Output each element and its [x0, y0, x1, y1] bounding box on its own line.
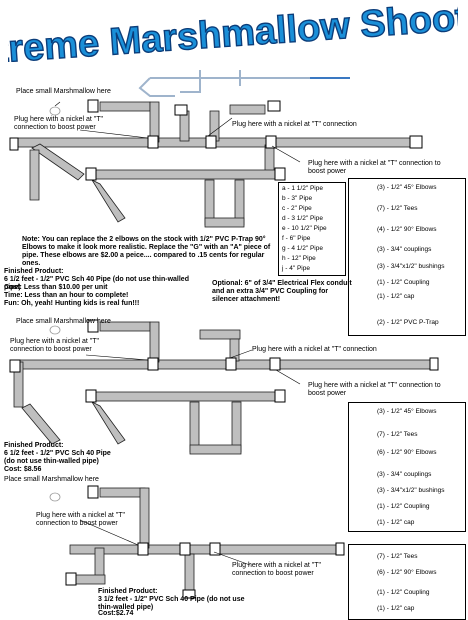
gun-illustration — [138, 70, 350, 97]
part-item: (3) - 3/4"x1/2" bushings — [377, 263, 445, 270]
part-item: (3) - 3/4" couplings — [377, 246, 432, 253]
part-item: (1) - 1/2" cap — [377, 519, 415, 526]
part-item: (3) - 3/4"x1/2" bushings — [377, 487, 445, 494]
design3-parts-box: (7) - 1/2" Tees (6) - 1/2" 90° Elbows (1… — [348, 544, 466, 620]
design1-note: Note: You can replace the 2 elbows on th… — [22, 236, 271, 267]
design1-optional: Optional: 6" of 3/4" Electrical Flex con… — [212, 280, 352, 303]
design1-time: Time: Less than an hour to complete! — [4, 292, 129, 299]
design3-finished-label: Finished Product: — [98, 588, 158, 595]
pipe-length-item: a - 1 1/2" Pipe — [282, 185, 323, 192]
part-item: (1) - 1/2" Coupling — [377, 589, 430, 596]
annotation-leaders — [54, 101, 301, 566]
pipe-length-item: e - 10 1/2" Pipe — [282, 225, 327, 232]
part-item: (7) - 1/2" Tees — [377, 431, 418, 438]
pipe-length-item: h - 12" Pipe — [282, 255, 316, 262]
part-item: (7) - 1/2" Tees — [377, 205, 418, 212]
design1-marshmallow-label: Place small Marshmallow here — [16, 88, 111, 95]
part-item: (1) - 1/2" Coupling — [377, 503, 430, 510]
design3-plug-boost-label: Plug here with a nickel at "T" connectio… — [36, 512, 126, 527]
pipe-length-item: g - 4 1/2" Pipe — [282, 245, 323, 252]
design1-finished-label: Finished Product: — [4, 268, 64, 275]
part-item: (1) - 1/2" cap — [377, 293, 415, 300]
design3-finished-spec: 3 1/2 feet - 1/2" PVC Sch 40 Pipe (do no… — [98, 596, 245, 611]
marshmallow-icon — [49, 492, 61, 502]
part-item: (6) - 1/2" 90° Elbows — [377, 569, 437, 576]
pipe-length-item: d - 3 1/2" Pipe — [282, 215, 323, 222]
part-item: (7) - 1/2" Tees — [377, 553, 418, 560]
pipe-length-item: j - 4" Pipe — [282, 265, 310, 272]
part-item: (1) - 1/2" Coupling — [377, 279, 430, 286]
design2-parts-box: (3) - 1/2" 45° Elbows (7) - 1/2" Tees (6… — [348, 402, 466, 532]
marshmallow-icon — [49, 106, 61, 116]
part-item: (6) - 1/2" 90° Elbows — [377, 449, 437, 456]
design1-plug-tee-label: Plug here with a nickel at "T" connectio… — [232, 121, 357, 128]
design1-plug-boost-right-label: Plug here with a nickel at "T" connectio… — [308, 160, 441, 175]
page-title-graphic: Extreme Marshmallow Shooter! — [8, 2, 458, 62]
part-item: (2) - 1/2" PVC P-Trap — [377, 319, 439, 326]
design3-marshmallow-label: Place small Marshmallow here — [4, 476, 99, 483]
design2-pipes — [9, 319, 439, 455]
design1-plug-boost-label: Plug here with a nickel at "T" connectio… — [14, 116, 104, 131]
design2-plug-boost-right-label: Plug here with a nickel at "T" connectio… — [308, 382, 441, 397]
design1-pipes — [9, 99, 423, 228]
design3-cost: Cost:$2.74 — [98, 610, 134, 617]
part-item: (3) - 1/2" 45° Elbows — [377, 408, 437, 415]
design3-plug-boost-right-label: Plug here with a nickel at "T" connectio… — [232, 562, 322, 577]
pipe-length-item: f - 6" Pipe — [282, 235, 311, 242]
design1-fun: Fun: Oh, yeah! Hunting kids is real fun!… — [4, 300, 140, 307]
design1-parts-box: (3) - 1/2" 45° Elbows (7) - 1/2" Tees (4… — [348, 178, 466, 336]
design2-plug-boost-label: Plug here with a nickel at "T" connectio… — [10, 338, 100, 353]
part-item: (4) - 1/2" 90° Elbows — [377, 226, 437, 233]
design2-finished-label: Finished Product: — [4, 442, 64, 449]
design1-cost: Cost: Less than $10.00 per unit — [4, 284, 108, 291]
part-item: (3) - 1/2" 45° Elbows — [377, 184, 437, 191]
marshmallow-icon — [49, 325, 61, 335]
pipe-length-legend: a - 1 1/2" Pipe b - 3" Pipe c - 2" Pipe … — [278, 182, 346, 276]
pipe-length-item: c - 2" Pipe — [282, 205, 312, 212]
design2-plug-tee-label: Plug here with a nickel at "T" connectio… — [252, 346, 377, 353]
design3-pipes — [65, 485, 345, 599]
design2-cost: Cost: $8.56 — [4, 466, 42, 473]
pipe-length-item: b - 3" Pipe — [282, 195, 313, 202]
design1-finished-spec: 6 1/2 feet - 1/2" PVC Sch 40 Pipe (do no… — [4, 276, 189, 291]
part-item: (3) - 3/4" couplings — [377, 471, 432, 478]
design2-marshmallow-label: Place small Marshmallow here — [16, 318, 111, 325]
design2-finished-spec: 6 1/2 feet - 1/2" PVC Sch 40 Pipe (do no… — [4, 450, 111, 465]
part-item: (1) - 1/2" cap — [377, 605, 415, 612]
